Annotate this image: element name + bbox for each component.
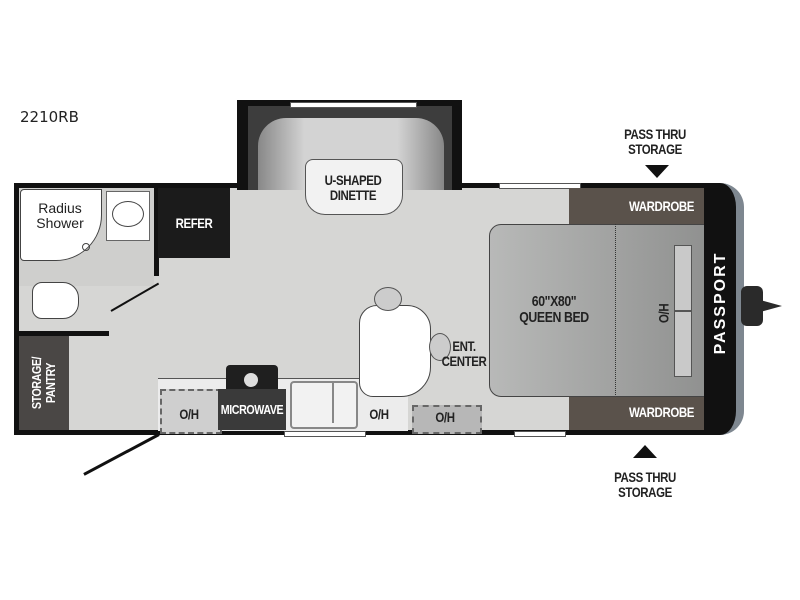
trailer-hitch-icon (760, 300, 782, 312)
bed-overhead-divider (615, 224, 616, 395)
burner-icon (244, 373, 258, 387)
dinette-label: U-SHAPED DINETTE (324, 172, 382, 203)
wardrobe-bottom (569, 395, 709, 430)
window (499, 183, 581, 189)
bed-label: 60"X80" QUEEN BED (519, 293, 589, 326)
pass-thru-storage-top-label: PASS THRU STORAGE (624, 126, 686, 157)
shower-drain-icon (82, 243, 90, 251)
storage-pantry-label: STORAGE/ PANTRY (29, 356, 58, 410)
pass-thru-storage-bottom-label: PASS THRU STORAGE (614, 469, 676, 500)
brand-logo: PASSPORT (711, 251, 729, 355)
storage-pantry (19, 336, 69, 430)
window (284, 431, 366, 437)
dinette-table (305, 159, 403, 215)
nightstand (674, 311, 692, 377)
oh-left-cabinet (160, 389, 222, 434)
sink-divider (332, 383, 334, 423)
bathroom-divider (154, 188, 159, 276)
stool-icon (429, 333, 451, 361)
refrigerator (158, 188, 230, 258)
entry-door (83, 433, 160, 476)
trailer-hitch-icon (741, 286, 763, 326)
wardrobe-top (569, 188, 709, 224)
ent-center-label: ENT. CENTER (441, 338, 487, 369)
oh-right-cabinet (412, 405, 482, 434)
double-sink-icon (290, 381, 358, 429)
arrow-up-icon (633, 445, 657, 458)
toilet-icon (32, 282, 79, 319)
floorplan: Radius Shower REFER STORAGE/ PANTRY O/H … (14, 183, 744, 476)
arrow-down-icon (645, 165, 669, 178)
window (514, 431, 566, 437)
kitchen-island (359, 305, 431, 397)
shower-label: Radius Shower (36, 200, 84, 231)
bathroom-wall (19, 331, 109, 336)
refer-label: REFER (175, 214, 213, 231)
window (290, 102, 417, 108)
microwave-label: MICROWAVE (220, 402, 284, 418)
nightstand (674, 245, 692, 311)
oh-mid-label: O/H (369, 406, 389, 423)
microwave (218, 389, 286, 430)
wardrobe-bottom-label: WARDROBE (629, 404, 694, 421)
stool-icon (374, 287, 402, 311)
model-number: 2210RB (20, 108, 79, 126)
oh-left-label: O/H (179, 406, 199, 423)
sink-basin-icon (112, 201, 144, 227)
oh-right-label: O/H (435, 409, 455, 426)
wardrobe-top-label: WARDROBE (629, 197, 694, 214)
front-cap (704, 183, 744, 435)
